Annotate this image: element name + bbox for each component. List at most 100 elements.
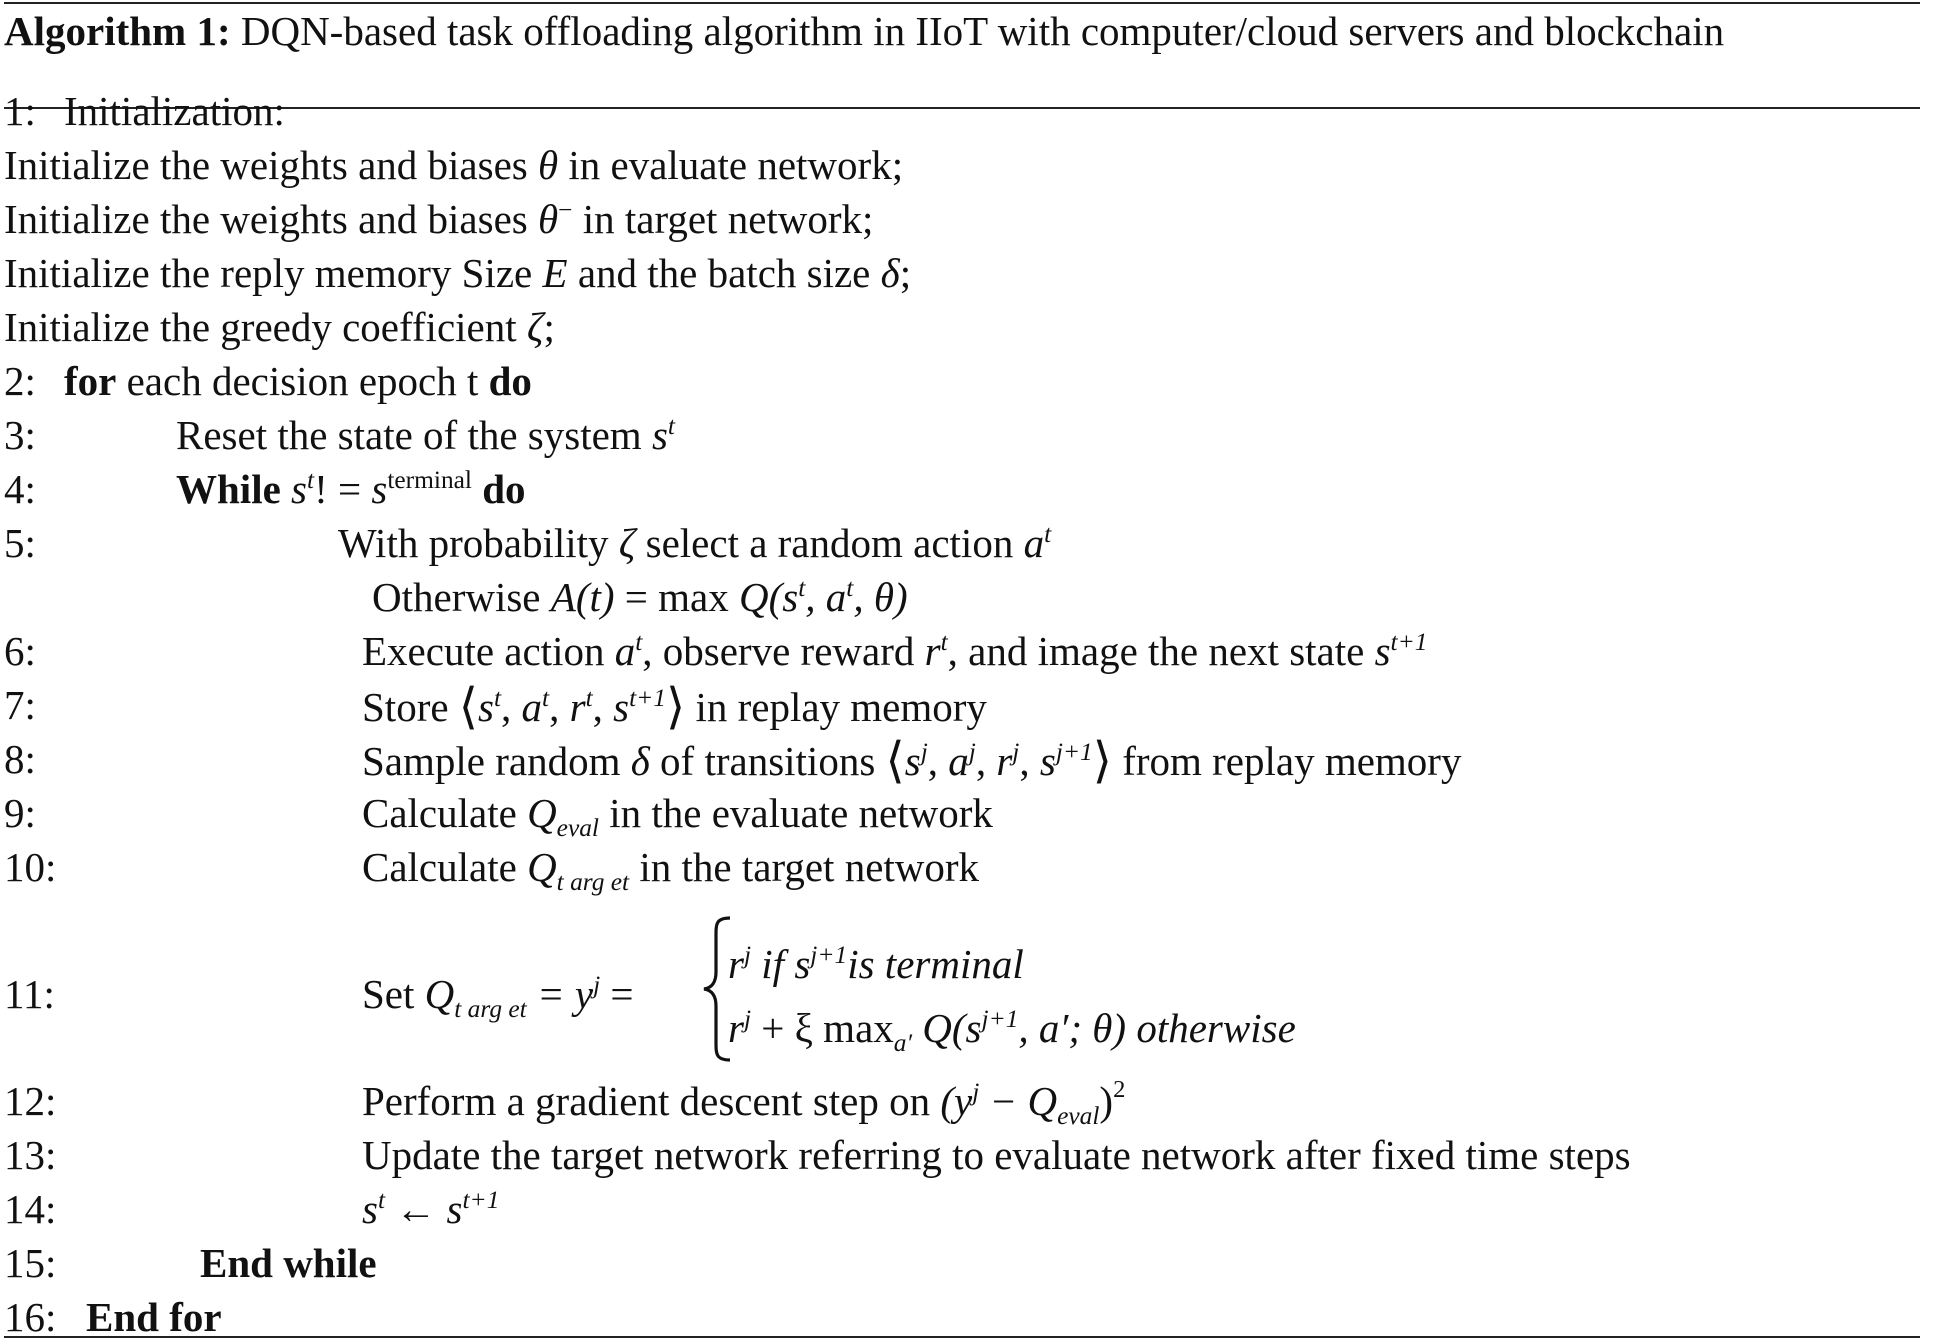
- line-number: 7:: [4, 682, 36, 728]
- bottom-rule: [4, 1336, 1920, 1338]
- caption-label: Algorithm 1:: [4, 8, 231, 54]
- line-text: Calculate: [362, 844, 517, 890]
- terminal-superscript: terminal: [387, 465, 472, 494]
- line-number: 13:: [4, 1132, 57, 1178]
- state-symbol: s: [794, 941, 811, 987]
- line-number: 14:: [4, 1186, 57, 1232]
- zeta-symbol: ζ: [618, 520, 636, 566]
- superscript: t: [940, 627, 948, 656]
- keyword-end-while: End while: [200, 1240, 377, 1286]
- action-function: A: [550, 574, 576, 620]
- state-symbol: s: [291, 466, 308, 512]
- init-text: Initialize the reply memory Size: [4, 250, 533, 296]
- superscript: j: [593, 970, 601, 999]
- init-text-end: ;: [543, 304, 555, 350]
- line-number: 5:: [4, 520, 36, 566]
- line-text: Store: [362, 684, 449, 730]
- line-text: With probability: [338, 520, 609, 566]
- q-args: , a: [805, 574, 847, 620]
- line-text: , and image the next state: [947, 628, 1365, 674]
- line-text: in the evaluate network: [609, 790, 993, 836]
- reward-symbol: r: [728, 941, 744, 987]
- line-number: 6:: [4, 628, 36, 674]
- left-arrow-icon: ←: [395, 1186, 437, 1232]
- zeta-symbol: ζ: [526, 304, 544, 350]
- keyword-while: While: [176, 466, 281, 512]
- line-text: in replay memory: [695, 684, 987, 730]
- subscript: eval: [556, 813, 599, 842]
- superscript: t: [377, 1185, 386, 1214]
- superscript: j: [920, 737, 928, 766]
- keyword-for: for: [64, 358, 117, 404]
- memory-size-symbol: E: [542, 250, 568, 296]
- line-text: from replay memory: [1122, 738, 1462, 784]
- line-number: 9:: [4, 790, 36, 836]
- line-text: of transitions: [660, 738, 876, 784]
- batch-size-symbol: δ: [630, 738, 650, 784]
- superscript: t: [307, 465, 315, 494]
- line-text: Otherwise: [372, 574, 541, 620]
- init-text-mid: and the batch size: [577, 250, 871, 296]
- superscript: t+1: [1390, 627, 1428, 656]
- line-number: 16:: [4, 1294, 57, 1340]
- piecewise-brace: [700, 914, 740, 1064]
- discount-max: + ξ max: [761, 1005, 894, 1051]
- keyword-do: do: [482, 466, 526, 512]
- line-text-mid: select a random action: [645, 520, 1014, 566]
- line-number: 3:: [4, 412, 36, 458]
- if-word: if: [761, 941, 785, 987]
- q-args: (s: [768, 574, 799, 620]
- q-args: (s: [951, 1005, 982, 1051]
- superscript: j+1: [1055, 737, 1093, 766]
- top-rule: [4, 2, 1920, 4]
- keyword-end-for: End for: [86, 1294, 222, 1340]
- init-text-end: in target network;: [582, 196, 874, 242]
- equation: = y: [536, 971, 594, 1017]
- line-number: 12:: [4, 1078, 57, 1124]
- case-condition: otherwise: [1136, 1005, 1296, 1051]
- line-text: each decision epoch t: [126, 358, 479, 404]
- line-text: Perform a gradient descent step on: [362, 1078, 931, 1124]
- line-text: Sample random: [362, 738, 621, 784]
- minus-superscript: −: [558, 195, 573, 224]
- state-symbol: s: [651, 412, 668, 458]
- init-text-end: in evaluate network;: [568, 142, 904, 188]
- caption-rule: [4, 107, 1920, 109]
- expr: (y: [940, 1078, 973, 1124]
- not-equal-operator: ! =: [314, 466, 362, 512]
- line-text: , observe reward: [642, 628, 915, 674]
- superscript: t: [846, 573, 854, 602]
- batch-size-symbol: δ: [880, 250, 900, 296]
- brace-icon: [703, 916, 731, 1062]
- reward-symbol: r: [728, 1005, 744, 1051]
- init-text: Initialize the weights and biases: [4, 142, 528, 188]
- line-number: 2:: [4, 358, 36, 404]
- paren: ): [1099, 1078, 1114, 1124]
- equals: =: [610, 971, 634, 1017]
- subscript: eval: [1057, 1101, 1100, 1130]
- init-text: Initialize the greedy coefficient: [4, 304, 517, 350]
- init-text: Initialize the weights and biases: [4, 196, 528, 242]
- q-function: Q: [738, 574, 769, 620]
- max-operator: = max: [624, 574, 729, 620]
- superscript: t: [1044, 519, 1052, 548]
- init-text-end: ;: [899, 250, 912, 296]
- line-text: Calculate: [362, 790, 517, 836]
- subscript: t arg et: [454, 994, 527, 1023]
- superscript: t: [798, 573, 806, 602]
- time-arg: (t): [575, 574, 615, 620]
- case-condition: is terminal: [847, 941, 1024, 987]
- superscript: t+1: [629, 683, 666, 712]
- q-function: Q: [922, 1005, 952, 1051]
- line-number: 4:: [4, 466, 36, 512]
- superscript: j+1: [810, 940, 848, 969]
- line-number: 11:: [4, 971, 55, 1017]
- line-number: 1:: [4, 88, 36, 134]
- expr: − Q: [989, 1078, 1058, 1124]
- line-text: Initialization:: [64, 88, 285, 134]
- line-text: Execute action: [362, 628, 605, 674]
- line-number: 15:: [4, 1240, 57, 1286]
- q-args-end: , θ): [853, 574, 908, 620]
- theta-symbol: θ: [537, 196, 559, 242]
- algorithm-caption: Algorithm 1: DQN-based task offloading a…: [4, 4, 1920, 58]
